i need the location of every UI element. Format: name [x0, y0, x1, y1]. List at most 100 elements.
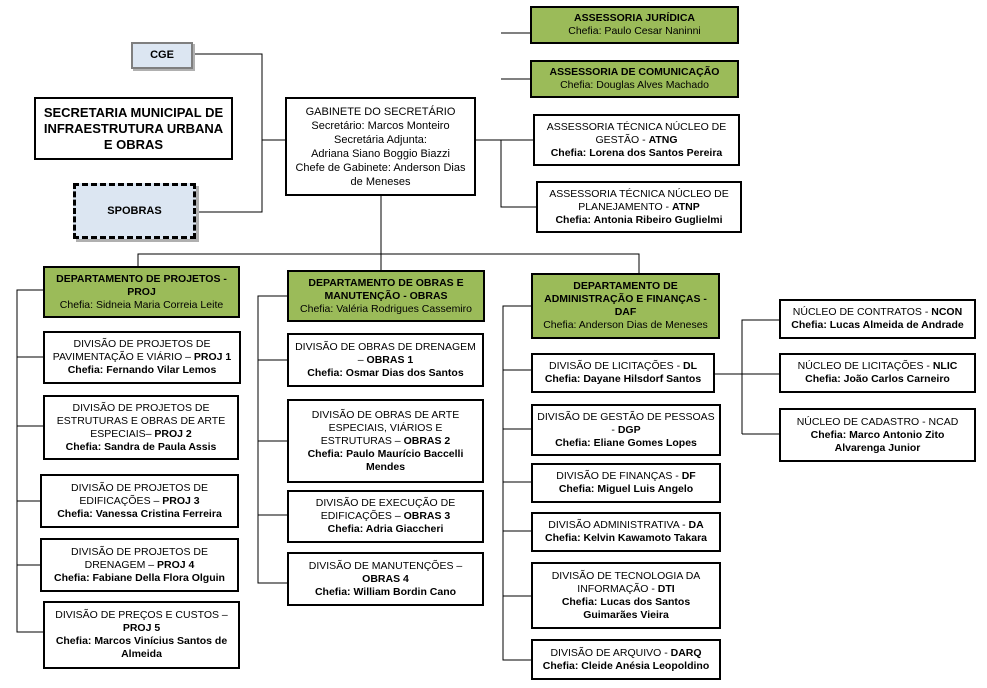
nucleo-name: NÚCLEO DE CONTRATOS - — [792, 306, 932, 318]
division-code: DTI — [657, 582, 675, 595]
nucleo-chief: Chefia: João Carlos Carneiro — [805, 373, 950, 385]
nucleo-chief: Chefia: Lucas Almeida de Andrade — [791, 319, 964, 331]
division-obras1-box: DIVISÃO DE OBRAS DE DRENAGEM – OBRAS 1 C… — [287, 333, 484, 387]
division-code: PROJ 4 — [157, 558, 195, 571]
assessoria-chief: Chefia: Paulo Cesar Naninni — [568, 25, 701, 37]
division-chief: Chefia: Sandra de Paula Assis — [65, 440, 217, 453]
nucleo-ncad-box: NÚCLEO DE CADASTRO - NCAD Chefia: Marco … — [779, 408, 976, 462]
assessoria-chief: Chefia: Douglas Alves Machado — [560, 79, 709, 91]
division-proj5-box: DIVISÃO DE PREÇOS E CUSTOS – PROJ 5 Chef… — [43, 601, 240, 669]
division-name: DIVISÃO DE LICITAÇÕES - — [549, 360, 683, 372]
spobras-box: SPOBRAS — [73, 183, 196, 239]
nucleo-code: NCON — [931, 306, 963, 318]
gabinete-chefe: Chefe de Gabinete: Anderson Dias de Mene… — [295, 161, 466, 188]
division-darq-box: DIVISÃO DE ARQUIVO - DARQ Chefia: Cleide… — [531, 639, 721, 680]
nucleo-name: NÚCLEO DE LICITAÇÕES - — [797, 360, 933, 372]
division-code: DA — [688, 519, 704, 531]
division-code: OBRAS 1 — [366, 353, 414, 366]
nucleo-nlic-box: NÚCLEO DE LICITAÇÕES - NLIC Chefia: João… — [779, 353, 976, 393]
division-code: DL — [683, 360, 697, 372]
division-chief: Chefia: Eliane Gomes Lopes — [555, 436, 697, 449]
division-name: DIVISÃO DE PREÇOS E CUSTOS – — [55, 609, 228, 621]
nucleo-chief: Chefia: Marco Antonio Zito Alvarenga Jun… — [810, 428, 945, 454]
gabinete-adjunta-name: Adriana Siano Boggio Biazzi — [311, 147, 450, 160]
division-dl-box: DIVISÃO DE LICITAÇÕES - DL Chefia: Dayan… — [531, 353, 715, 393]
division-proj3-box: DIVISÃO DE PROJETOS DE EDIFICAÇÕES – PRO… — [40, 474, 239, 528]
assessoria-atng-box: ASSESSORIA TÉCNICA NÚCLEO DE GESTÃO - AT… — [533, 114, 740, 166]
assessoria-code: ATNG — [648, 133, 678, 146]
dept-daf-box: DEPARTAMENTO DE ADMINISTRAÇÃO E FINANÇAS… — [531, 273, 720, 339]
assessoria-chief: Chefia: Antonia Ribeiro Guglielmi — [555, 213, 723, 226]
division-proj1-box: DIVISÃO DE PROJETOS DE PAVIMENTAÇÃO E VI… — [43, 331, 241, 384]
division-chief: Chefia: Fabiane Della Flora Olguin — [54, 571, 225, 584]
dept-chief: Chefia: Valéria Rodrigues Cassemiro — [300, 302, 472, 315]
nucleo-name: NÚCLEO DE CADASTRO - NCAD — [796, 415, 959, 428]
division-df-box: DIVISÃO DE FINANÇAS - DF Chefia: Miguel … — [531, 463, 721, 503]
gabinete-adjunta-label: Secretária Adjunta: — [334, 133, 427, 146]
assessoria-atnp-box: ASSESSORIA TÉCNICA NÚCLEO DE PLANEJAMENT… — [536, 181, 742, 233]
division-chief: Chefia: William Bordin Cano — [314, 585, 457, 598]
assessoria-juridica-box: ASSESSORIA JURÍDICA Chefia: Paulo Cesar … — [530, 6, 739, 44]
assessoria-name: ASSESSORIA TÉCNICA NÚCLEO DE GESTÃO - — [546, 120, 727, 146]
assessoria-name: ASSESSORIA DE COMUNICAÇÃO — [549, 66, 720, 78]
division-chief: Chefia: Lucas dos Santos Guimarães Vieir… — [561, 595, 691, 621]
assessoria-name: ASSESSORIA JURÍDICA — [574, 12, 695, 24]
nucleo-ncon-box: NÚCLEO DE CONTRATOS - NCON Chefia: Lucas… — [779, 299, 976, 339]
division-code: PROJ 5 — [122, 622, 161, 634]
division-name: DIVISÃO DE OBRAS DE DRENAGEM – — [295, 340, 476, 366]
secretaria-title: SECRETARIA MUNICIPAL DE INFRAESTRUTURA U… — [43, 104, 224, 152]
dept-chief: Chefia: Sidneia Maria Correia Leite — [59, 298, 224, 311]
division-name: DIVISÃO DE PROJETOS DE EDIFICAÇÕES – — [71, 481, 208, 507]
division-code: DARQ — [670, 646, 702, 659]
division-proj2-box: DIVISÃO DE PROJETOS DE ESTRUTURAS E OBRA… — [43, 395, 239, 460]
dept-name: DEPARTAMENTO DE PROJETOS - PROJ — [56, 272, 227, 298]
division-dgp-box: DIVISÃO DE GESTÃO DE PESSOAS - DGP Chefi… — [531, 404, 721, 456]
dept-name: DEPARTAMENTO DE ADMINISTRAÇÃO E FINANÇAS… — [544, 280, 707, 318]
division-name: DIVISÃO ADMINISTRATIVA - — [548, 519, 689, 531]
division-name: DIVISÃO DE EXECUÇÃO DE EDIFICAÇÕES – — [315, 497, 456, 522]
cge-box: CGE — [131, 42, 193, 69]
division-name: DIVISÃO DE OBRAS DE ARTE ESPECIAIS, VIÁR… — [311, 408, 460, 447]
division-code: PROJ 1 — [193, 351, 232, 363]
division-chief: Chefia: Paulo Maurício Baccelli Mendes — [307, 447, 464, 473]
division-name: DIVISÃO DE PROJETOS DE DRENAGEM – — [71, 545, 208, 571]
dept-name: DEPARTAMENTO DE OBRAS E MANUTENÇÃO - OBR… — [308, 276, 464, 302]
assessoria-code: ATNP — [671, 200, 700, 213]
division-code: DGP — [617, 423, 641, 436]
division-chief: Chefia: Marcos Vinícius Santos de Almeid… — [55, 635, 228, 660]
division-name: DIVISÃO DE PROJETOS DE PAVIMENTAÇÃO E VI… — [52, 338, 211, 363]
assessoria-chief: Chefia: Lorena dos Santos Pereira — [550, 146, 723, 159]
dept-chief: Chefia: Anderson Dias de Meneses — [543, 319, 708, 331]
gabinete-box: GABINETE DO SECRETÁRIO Secretário: Marco… — [285, 97, 476, 196]
spobras-label: SPOBRAS — [107, 204, 162, 217]
division-obras3-box: DIVISÃO DE EXECUÇÃO DE EDIFICAÇÕES – OBR… — [287, 490, 484, 543]
dept-obras-box: DEPARTAMENTO DE OBRAS E MANUTENÇÃO - OBR… — [287, 270, 485, 322]
gabinete-title: GABINETE DO SECRETÁRIO — [305, 105, 456, 118]
division-name: DIVISÃO DE ARQUIVO - — [550, 646, 671, 659]
division-chief: Chefia: Adria Giaccheri — [327, 523, 444, 535]
division-name: DIVISÃO DE FINANÇAS - — [556, 470, 682, 482]
division-obras4-box: DIVISÃO DE MANUTENÇÕES – OBRAS 4 Chefia:… — [287, 552, 484, 606]
division-proj4-box: DIVISÃO DE PROJETOS DE DRENAGEM – PROJ 4… — [40, 538, 239, 592]
division-chief: Chefia: Cleide Anésia Leopoldino — [542, 659, 710, 672]
division-code: DF — [681, 470, 696, 482]
division-obras2-box: DIVISÃO DE OBRAS DE ARTE ESPECIAIS, VIÁR… — [287, 399, 484, 483]
division-chief: Chefia: Vanessa Cristina Ferreira — [57, 507, 222, 520]
division-code: PROJ 3 — [162, 494, 200, 507]
nucleo-code: NLIC — [932, 360, 958, 372]
division-chief: Chefia: Kelvin Kawamoto Takara — [544, 532, 708, 544]
division-name: DIVISÃO DE MANUTENÇÕES – — [308, 559, 463, 572]
division-da-box: DIVISÃO ADMINISTRATIVA - DA Chefia: Kelv… — [531, 512, 721, 552]
division-chief: Chefia: Dayane Hilsdorf Santos — [544, 373, 702, 385]
assessoria-comunicacao-box: ASSESSORIA DE COMUNICAÇÃO Chefia: Dougla… — [530, 60, 739, 98]
division-name: DIVISÃO DE TECNOLOGIA DA INFORMAÇÃO - — [551, 569, 701, 595]
division-code: PROJ 2 — [154, 427, 192, 440]
assessoria-name: ASSESSORIA TÉCNICA NÚCLEO DE PLANEJAMENT… — [549, 187, 729, 213]
gabinete-secretario: Secretário: Marcos Monteiro — [311, 119, 450, 132]
division-chief: Chefia: Fernando Vilar Lemos — [67, 364, 217, 376]
division-name: DIVISÃO DE PROJETOS DE ESTRUTURAS E OBRA… — [56, 401, 226, 440]
dept-projetos-box: DEPARTAMENTO DE PROJETOS - PROJ Chefia: … — [43, 266, 240, 318]
division-dti-box: DIVISÃO DE TECNOLOGIA DA INFORMAÇÃO - DT… — [531, 562, 721, 629]
division-code: OBRAS 4 — [362, 572, 409, 585]
